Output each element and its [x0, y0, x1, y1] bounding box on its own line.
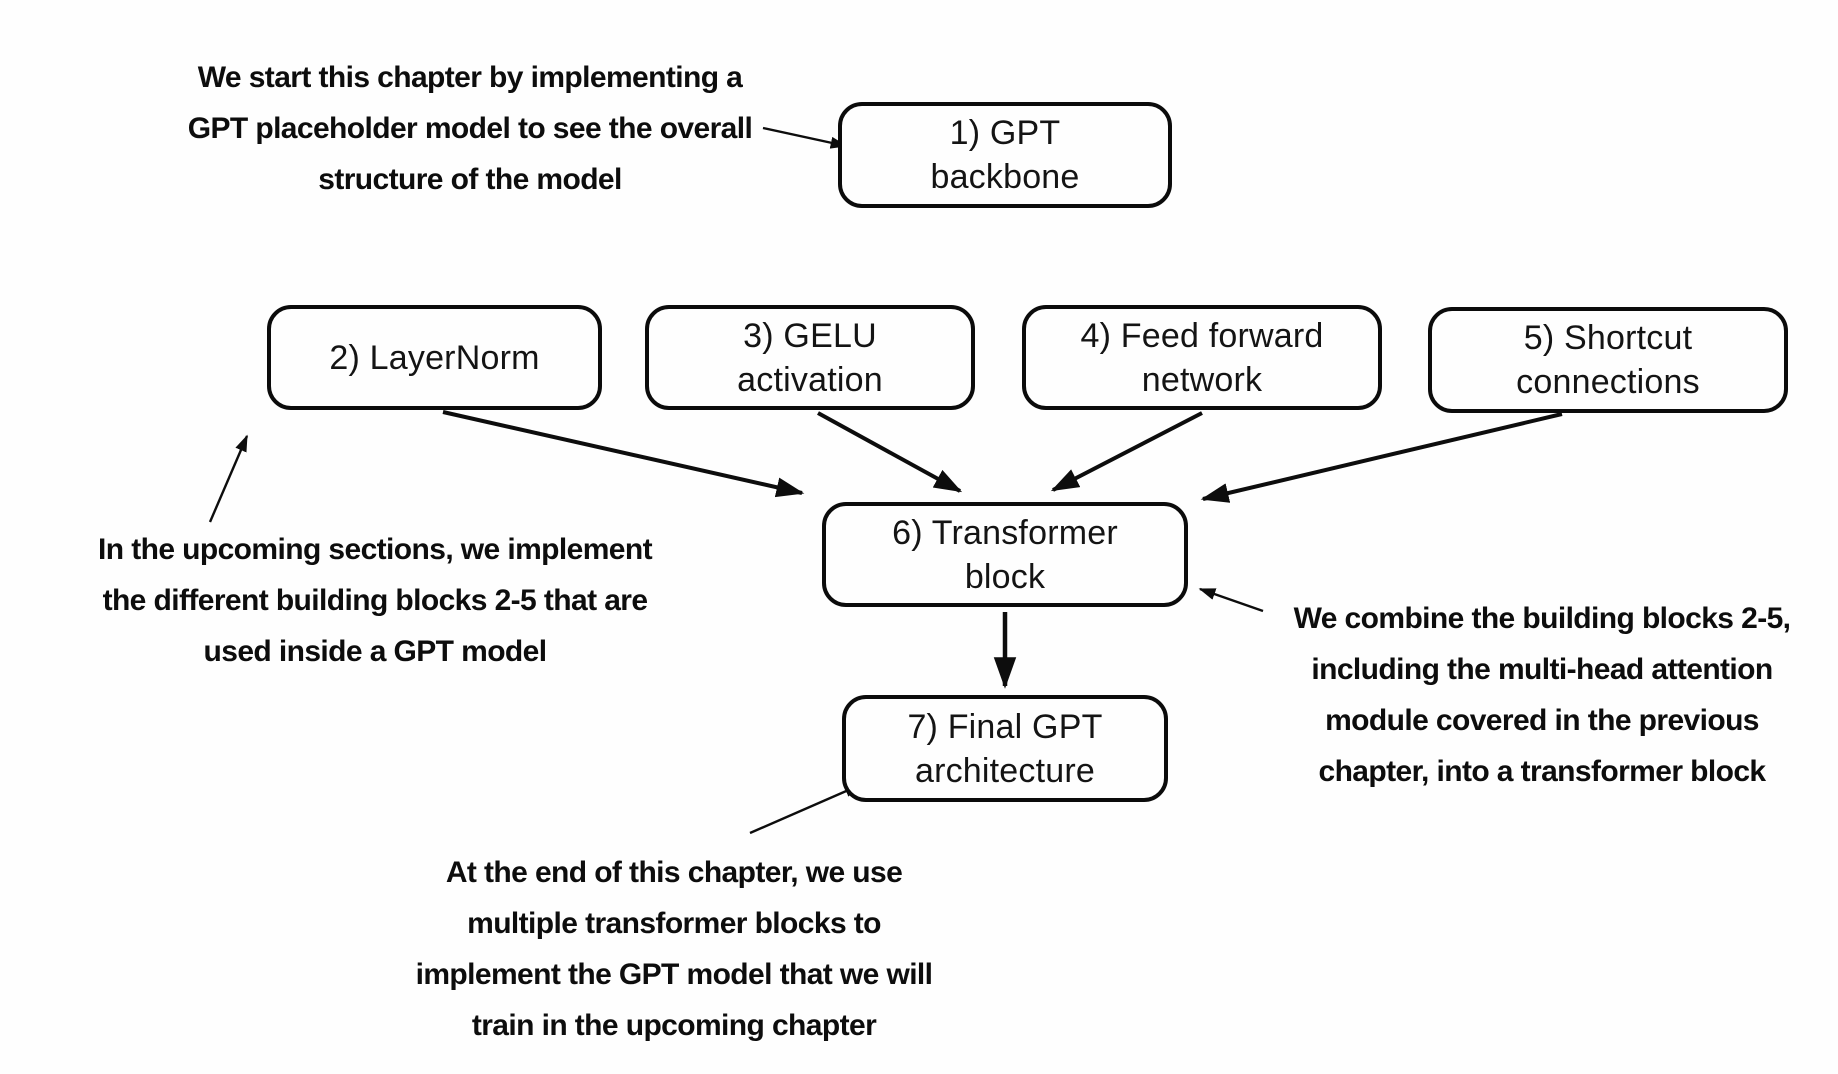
node-gpt-backbone: 1) GPT backbone — [838, 102, 1172, 208]
annotation-line: multiple transformer blocks to — [467, 907, 881, 940]
arrow-combine-note-to-transformer-block — [1198, 587, 1264, 613]
annotation-final-architecture: At the end of this chapter, we use multi… — [394, 847, 954, 1051]
annotation-building-blocks: In the upcoming sections, we implement t… — [65, 524, 685, 677]
arrow-feedforward-to-transformer-block — [1050, 411, 1203, 492]
arrow-placeholder-note-to-gpt-backbone — [762, 126, 848, 149]
arrow-shortcut-to-transformer-block — [1200, 412, 1563, 503]
annotation-line: module covered in the previous — [1325, 704, 1759, 737]
annotation-line: used inside a GPT model — [203, 635, 548, 668]
arrow-building-blocks-note-to-layernorm — [208, 434, 249, 523]
annotation-line: including the multi-head attention — [1311, 653, 1773, 686]
node-final-gpt-architecture: 7) Final GPT architecture — [842, 695, 1168, 802]
annotation-line: train in the upcoming chapter — [471, 1009, 877, 1042]
arrow-layernorm-to-transformer-block — [442, 410, 805, 498]
node-gelu-activation: 3) GELU activation — [645, 305, 975, 410]
annotation-line: GPT placeholder model to see the overall — [187, 112, 753, 145]
annotation-line: chapter, into a transformer block — [1318, 755, 1767, 788]
annotation-line: In the upcoming sections, we implement — [98, 533, 653, 566]
annotation-line: structure of the model — [318, 163, 622, 196]
annotation-line: At the end of this chapter, we use — [445, 856, 903, 889]
node-feed-forward-network: 4) Feed forward network — [1022, 305, 1382, 410]
node-shortcut-connections: 5) Shortcut connections — [1428, 307, 1788, 413]
annotation-placeholder-model: We start this chapter by implementing a … — [160, 52, 780, 205]
annotation-combine-blocks: We combine the building blocks 2-5, incl… — [1272, 593, 1812, 797]
annotation-line: We combine the building blocks 2-5, — [1293, 602, 1791, 635]
annotation-line: We start this chapter by implementing a — [197, 61, 743, 94]
node-layernorm: 2) LayerNorm — [267, 305, 602, 410]
arrow-final-note-to-final-gpt — [749, 783, 862, 835]
node-transformer-block: 6) Transformer block — [822, 502, 1188, 607]
annotation-line: implement the GPT model that we will — [415, 958, 933, 991]
arrow-gelu-to-transformer-block — [817, 411, 963, 493]
annotation-line: the different building blocks 2-5 that a… — [102, 584, 648, 617]
